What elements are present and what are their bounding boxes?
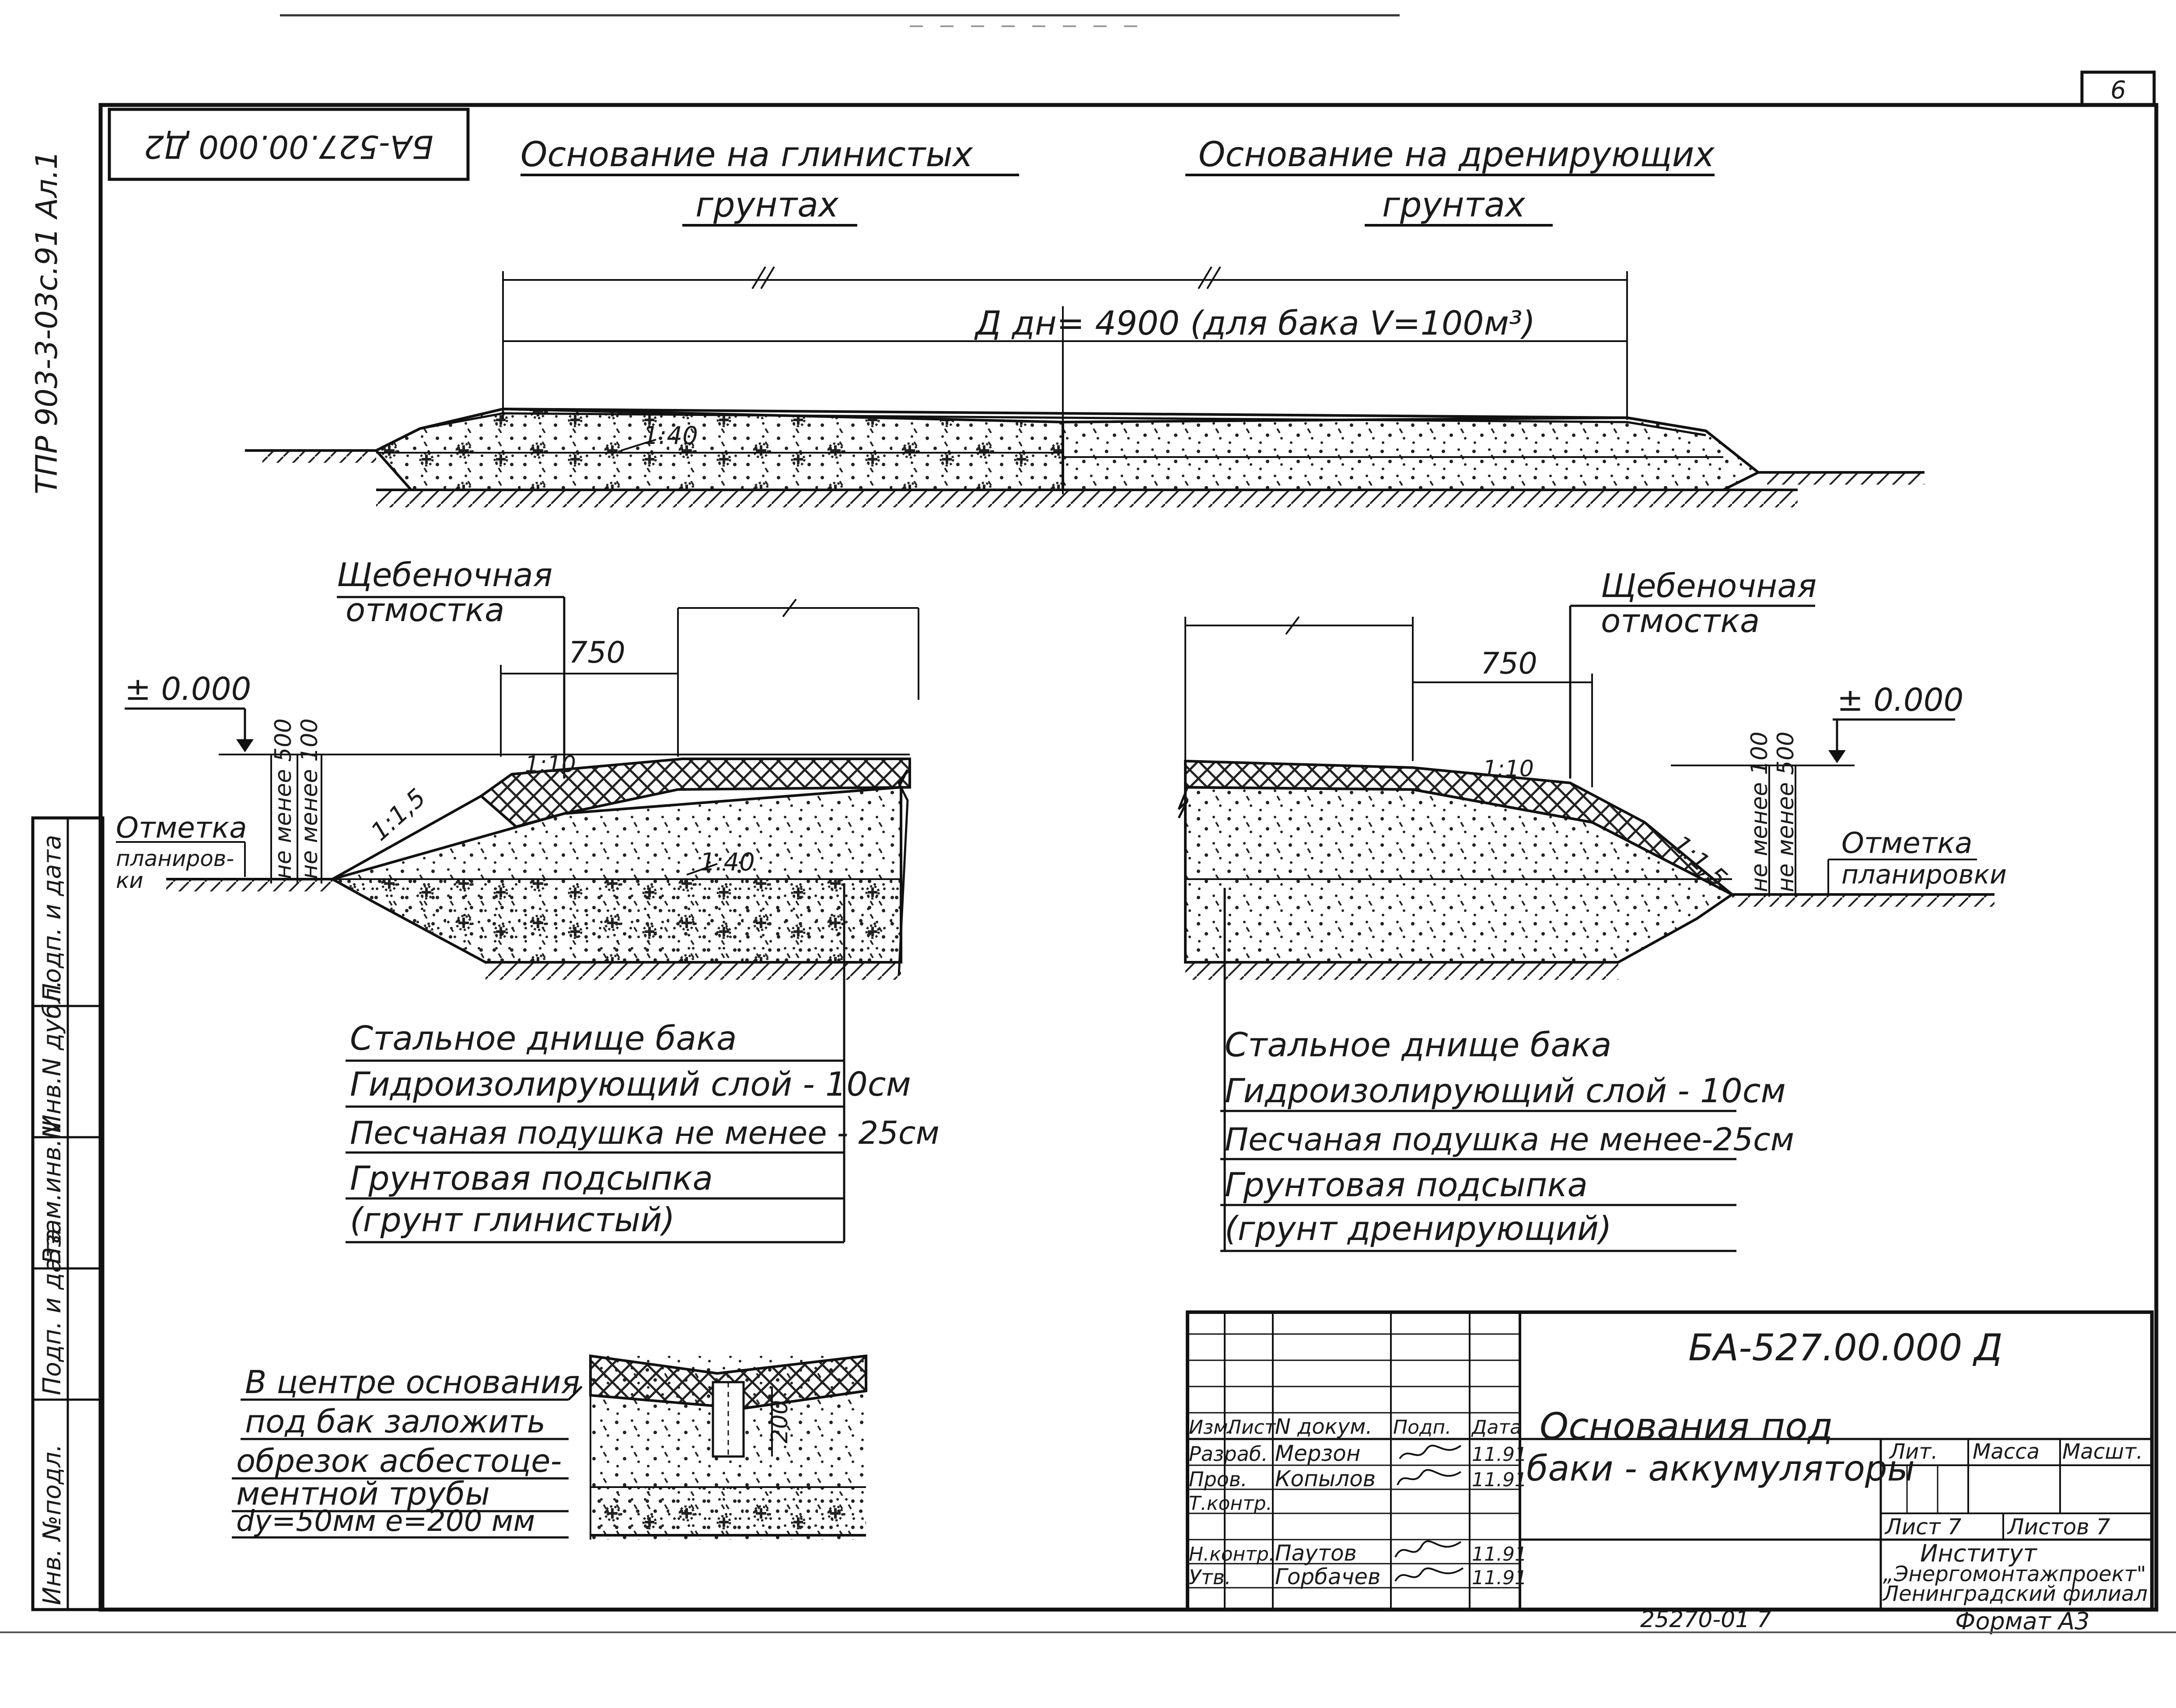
right-dim-750: 750 [1481,646,1537,681]
tb-row2-date: 11.91 [1472,1469,1527,1491]
tb-org-line1: Институт [1920,1540,2037,1567]
center-note-3: обрезок асбестоце- [236,1443,562,1479]
side-stamp-5: Подп. и дата [38,835,66,1002]
legend-right-5: (грунт дренирующий) [1225,1209,1612,1248]
center-detail: 200 [589,1354,867,1540]
side-stamp-3: Взам.инв.N [38,1121,66,1264]
left-slope-15: 1:1,5 [366,783,431,846]
title-block: БА-527.00.000 Д Основания под баки - акк… [1186,1310,2154,1611]
tb-row4-role: Н.контр. [1189,1543,1275,1565]
tb-title-line2: баки - аккумуляторы [1526,1448,1915,1489]
right-callout-line1: Щебеночная [1601,567,1816,605]
right-mark-line1: Отметка [1841,826,1973,860]
tb-row1-date: 11.91 [1472,1443,1527,1466]
tb-row2-name: Копылов [1275,1466,1376,1491]
side-code: ТПР 903-3-03с.91 Ал.1 [30,150,64,494]
tb-row1-name: Мерзон [1275,1441,1361,1466]
left-min500: не менее 500 [270,718,297,879]
legend-left: Стальное днище бака Гидроизолирующий сло… [346,1019,940,1243]
tb-format: Формат А3 [1955,1607,2090,1635]
legend-right-4: Грунтовая подсыпка [1225,1165,1588,1204]
tb-row1-role: Разраб. [1189,1442,1268,1466]
left-slope-10: 1:10 [525,751,576,778]
tb-masht: Масшт. [2062,1439,2143,1464]
legend-left-5: (грунт глинистый) [350,1200,675,1239]
center-detail-dim: 200 [767,1400,793,1443]
left-callout-line1: Щебеночная [337,556,552,594]
left-mark-line2: планиров- [116,846,234,871]
tb-row5-role: Утв. [1189,1565,1231,1589]
left-detail: Щебеночная отмостка 750 ± 0.000 не менее… [116,556,919,1242]
tb-listov: Листов 7 [2007,1514,2110,1540]
right-zero-mark: ± 0.000 [1837,681,1963,718]
tb-org-line3: Ленинградский филиал [1882,1582,2148,1606]
side-stamp-1: Инв. №подл. [38,1444,66,1605]
tb-col-izm: Изм. [1189,1416,1234,1439]
right-slope-10: 1:10 [1483,756,1534,782]
legend-right-2: Гидроизолирующий слой - 10см [1225,1071,1786,1110]
center-note: В центре основания под бак заложить обре… [232,1364,583,1539]
tb-row3-role: Т.контр. [1189,1492,1272,1515]
left-mark-line3: ки [116,868,143,893]
title-right-line1: Основание на дренирующих [1198,135,1715,175]
legend-right-1: Стальное днище бака [1225,1025,1611,1064]
right-detail: Щебеночная отмостка 750 ± 0.000 не менее… [1177,567,2007,1251]
sheet-number: 6 [2110,76,2126,105]
tb-list: Лист 7 [1884,1514,1962,1540]
tb-row4-date: 11.91 [1472,1543,1527,1565]
top-section: Д дн= 4900 (для бака V=100м³) 1:40 [245,266,1925,507]
tb-row5-name: Горбачев [1275,1564,1380,1589]
tb-row2-role: Пров. [1189,1467,1247,1491]
side-stamp-2: Подп. и дата [38,1229,66,1395]
tb-col-list: Лист [1226,1416,1276,1439]
tb-row4-name: Паутов [1275,1540,1357,1566]
tb-col-data: Дата [1471,1416,1522,1439]
center-note-5: dу=50мм е=200 мм [236,1504,535,1538]
bottom-code: 25270-01 7 [1640,1607,1771,1633]
left-dim-750: 750 [569,636,625,670]
legend-left-1: Стальное днище бака [350,1019,737,1058]
left-mark-line1: Отметка [116,811,247,845]
tb-org-line2: „Энергомонтажпроект" [1883,1562,2146,1586]
top-slope-label: 1:40 [643,422,698,450]
tb-massa: Масса [1973,1439,2040,1464]
tb-title-line1: Основания под [1540,1405,1833,1448]
right-callout-line2: отмостка [1601,602,1760,640]
legend-left-4: Грунтовая подсыпка [350,1159,713,1198]
title-left-line1: Основание на глинистых [520,135,973,175]
side-stamp-4: Инв.N дубл. [38,980,66,1133]
legend-right: Стальное днище бака Гидроизолирующий сло… [1220,1025,1794,1252]
tb-col-podp: Подп. [1393,1416,1451,1439]
center-note-4: ментной трубы [236,1475,490,1512]
legend-left-2: Гидроизолирующий слой - 10см [350,1065,911,1104]
diameter-label: Д дн= 4900 (для бака V=100м³) [974,304,1535,342]
left-min100: не менее 100 [297,718,323,879]
legend-right-3: Песчаная подушка не менее-25см [1225,1121,1794,1158]
right-mark-line2: планировки [1841,859,2007,890]
left-zero-mark: ± 0.000 [125,671,251,707]
tb-lit: Лит. [1889,1439,1938,1464]
tb-code: БА-527.00.000 Д [1688,1326,2003,1369]
side-stamp: Инв. №подл. Подп. и дата Взам.инв.N Инв.… [31,816,105,1611]
title-right-line2: грунтах [1382,185,1526,225]
center-note-1: В центре основания [245,1364,580,1401]
title-left-line2: грунтах [695,185,839,225]
left-slope-40: 1:40 [700,848,755,877]
center-note-2: под бак заложить [245,1403,545,1440]
tb-row5-date: 11.91 [1472,1567,1527,1589]
legend-left-3: Песчаная подушка не менее - 25см [350,1114,940,1151]
tb-col-ndoc: N докум. [1275,1415,1373,1439]
stamp-code-inverted: БА-527.00.000 Д2 [144,128,433,165]
